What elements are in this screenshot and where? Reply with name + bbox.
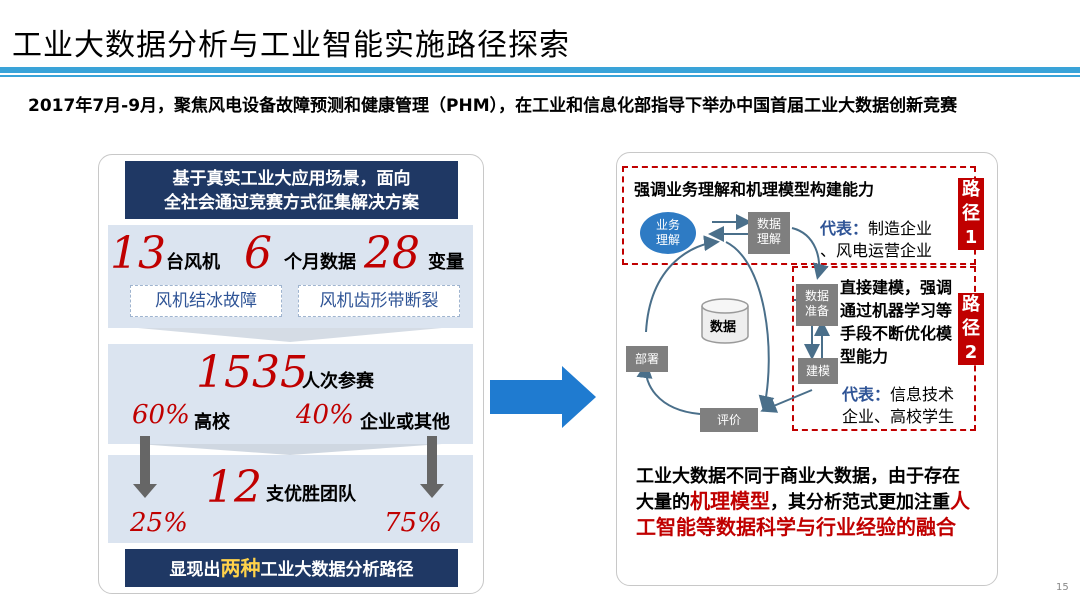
node-data-understanding: 数据 理解 [748, 212, 790, 254]
chevron-divider [138, 444, 442, 455]
banner-post: 工业大数据分析路径 [260, 560, 414, 580]
summary-highlight-ai: 人工智能等数据科学与行业经验的融合 [636, 489, 970, 539]
teams-number: 12 [206, 462, 262, 513]
down-arrow-right-icon [420, 484, 444, 498]
stat-turbines-number: 13 [110, 228, 166, 279]
banner-highlight: 两种 [220, 556, 261, 580]
route1-tag-char: 径 [962, 203, 980, 224]
summary-part2: ，其分析范式更加注重 [770, 492, 950, 513]
pct-enterprise: 40% [296, 400, 354, 430]
left-header-line1: 基于真实工业大应用场景，面向 [172, 169, 411, 189]
down-arrow-left-icon [133, 484, 157, 498]
route2-rep-line2: 企业、高校学生 [842, 407, 955, 426]
summary-part1: 工业大数据不同于商业大数据，由于存在大量的 [636, 466, 960, 513]
route1-title: 强调业务理解和机理模型构建能力 [634, 180, 875, 199]
route2-tag-char: 路 [962, 294, 980, 315]
pct-bottom-right: 75% [384, 508, 442, 538]
node-evaluate: 评价 [700, 408, 758, 432]
title-divider [0, 67, 1080, 73]
node-data-prep-text: 准备 [804, 304, 829, 318]
route1-rep-line2: 、风电运营企业 [820, 241, 933, 260]
down-arrow-right-shaft [427, 436, 437, 484]
route1-tag-char: 路 [962, 179, 980, 200]
stat-months-number: 6 [244, 228, 272, 279]
route1-tag-char: 1 [964, 227, 978, 248]
tag-icing-fault: 风机结冰故障 [130, 285, 282, 317]
node-data-prep-text: 数据 [804, 289, 829, 303]
node-data-label: 数据 [710, 320, 737, 335]
stat-variables-label: 变量 [428, 252, 464, 273]
route2-tag-char: 2 [964, 342, 978, 363]
pct-bottom-left: 25% [130, 508, 188, 538]
route2-tag: 路 径 2 [958, 293, 984, 365]
route2-tag-char: 径 [962, 318, 980, 339]
right-arrow-icon [562, 366, 596, 428]
page-number: 15 [1056, 582, 1069, 593]
conclusion-banner: 显现出两种工业大数据分析路径 [125, 549, 458, 587]
teams-label: 支优胜团队 [266, 484, 356, 505]
node-data-understanding-text: 数据 [756, 217, 781, 231]
title-divider-thin [0, 75, 1080, 77]
left-header-line2: 全社会通过竞赛方式征集解决方案 [164, 193, 419, 213]
route2-representatives: 代表：信息技术 企业、高校学生 [842, 384, 954, 428]
participants-label: 人次参赛 [302, 371, 374, 392]
down-arrow-left-shaft [140, 436, 150, 484]
node-business-understanding: 业务 理解 [640, 212, 696, 254]
route1-rep-label: 代表： [820, 219, 869, 238]
node-model: 建模 [798, 358, 838, 384]
teams-band [108, 455, 473, 543]
node-business-text: 业务 [655, 218, 680, 232]
route1-tag: 路 径 1 [958, 178, 984, 250]
page-title: 工业大数据分析与工业智能实施路径探索 [12, 28, 570, 63]
summary-text: 工业大数据不同于商业大数据，由于存在大量的机理模型，其分析范式更加注重人工智能等… [636, 464, 976, 541]
stat-variables-number: 28 [364, 228, 420, 279]
node-deploy: 部署 [626, 346, 668, 372]
pct-school: 60% [132, 400, 190, 430]
node-business-text: 理解 [655, 233, 680, 247]
route1-representatives: 代表：制造企业 、风电运营企业 [820, 218, 932, 262]
school-label: 高校 [194, 412, 230, 433]
participants-band [108, 344, 473, 444]
transition-arrow-shaft [490, 380, 562, 414]
chevron-divider [138, 328, 442, 342]
route1-rep-line1: 制造企业 [868, 219, 933, 238]
intro-text: 2017年7月-9月，聚焦风电设备故障预测和健康管理（PHM），在工业和信息化部… [28, 96, 958, 116]
tag-belt-break: 风机齿形带断裂 [298, 285, 460, 317]
arrow-evaluate-to-deploy [636, 362, 701, 415]
arrow-model-to-evaluate [760, 389, 813, 413]
stat-turbines-label: 台风机 [166, 252, 220, 273]
arrow-deploy-to-business [645, 235, 720, 333]
banner-pre: 显现出 [169, 560, 221, 580]
stat-months-label: 个月数据 [284, 252, 356, 273]
participants-number: 1535 [196, 347, 308, 398]
route2-rep-line1: 信息技术 [890, 385, 955, 404]
node-data-preparation: 数据 准备 [796, 284, 838, 326]
arrow-business-to-evaluate [725, 241, 775, 412]
route2-rep-label: 代表： [842, 385, 891, 404]
node-data-understanding-text: 理解 [756, 232, 781, 246]
route2-description: 直接建模，强调通过机器学习等手段不断优化模型能力 [840, 278, 953, 366]
enterprise-label: 企业或其他 [360, 412, 450, 433]
left-header: 基于真实工业大应用场景，面向 全社会通过竞赛方式征集解决方案 [125, 161, 458, 219]
database-icon [700, 298, 750, 344]
arrow-understand-to-prep [791, 227, 829, 280]
summary-highlight-mechanism: 机理模型 [690, 489, 770, 513]
